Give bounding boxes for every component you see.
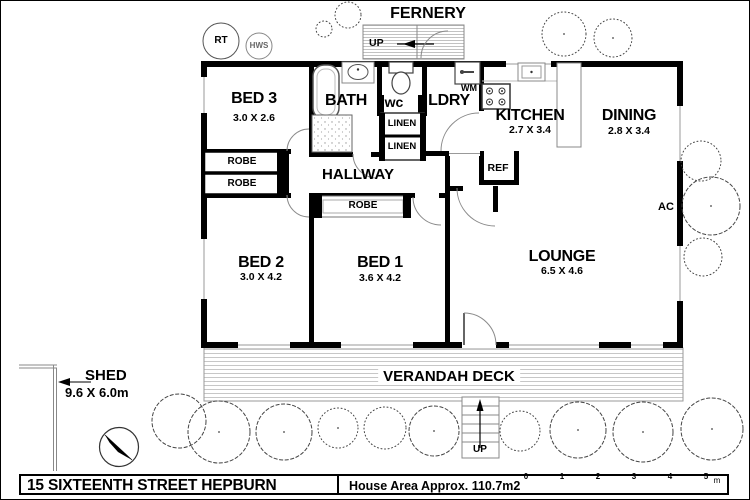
scale-tick-1: 1 [559,472,565,481]
room-dims-dining: 2.8 X 3.4 [607,125,651,137]
door-arcs [286,30,497,346]
room-dims-lounge: 6.5 X 4.6 [540,265,584,277]
scale-unit: m [713,476,721,485]
linen-closet-label-2: LINEN [387,141,417,152]
room-label-wc: wc [384,94,404,110]
stairs [461,396,500,459]
stairs-up-arrow-icon [476,399,484,411]
robe-closet-label-2: ROBE [227,178,257,189]
stove [481,83,511,110]
scale-box: House Area Approx. 110.7m2 [337,474,729,495]
robe-closet-label-3: ROBE [348,200,378,211]
vanity-sink [347,64,369,80]
scale-tick-2: 2 [595,472,601,481]
rt-tank-circle [202,22,240,60]
address-text: 15 SIXTEENTH STREET HEPBURN [27,477,277,494]
room-label-bed1: BED 1 [357,254,403,271]
room-label-ldry: LDRY [428,92,470,109]
rt-tank-label: RT [214,35,228,46]
fernery-label: FERNERY [390,5,466,22]
trees [151,1,744,464]
fernery-up-label: UP [369,37,384,49]
shed-arrow-icon [58,378,91,386]
shed-label: SHED [85,367,127,384]
verandah-label: VERANDAH DECK [378,368,520,385]
toilet [391,71,411,95]
area-text: House Area Approx. 110.7m2 [349,479,521,493]
room-dims-bed3: 3.0 X 2.6 [232,112,276,124]
room-dims-bed1: 3.6 X 4.2 [358,272,402,284]
room-label-bed2: BED 2 [238,254,284,271]
room-dims-bed2: 3.0 X 4.2 [239,271,283,283]
scale-tick-4: 4 [667,472,673,481]
fernery-up-arrow-icon [403,40,415,48]
stairs-up-label: UP [473,444,487,455]
scale-tick-0: 0 [523,472,529,481]
scale-tick-3: 3 [631,472,637,481]
room-label-hallway: HALLWAY [322,166,394,183]
linen-closet-label-1: LINEN [387,118,417,129]
room-label-dining: DINING [601,107,657,124]
wm-label: WM [461,83,477,93]
shed-outline [19,364,57,471]
room-label-lounge: LOUNGE [528,248,596,265]
hws-tank-circle [245,32,273,60]
compass-needle [105,435,132,460]
closets [202,112,426,218]
shower [311,114,353,153]
room-label-bed3: BED 3 [231,90,277,107]
shed-dims: 9.6 X 6.0m [65,385,129,400]
hws-tank-label: HWS [249,41,269,50]
address-box: 15 SIXTEENTH STREET HEPBURN [19,474,339,495]
room-label-kitchen: KITCHEN [495,107,565,124]
robe-closet-label-1: ROBE [227,156,257,167]
fixtures [311,61,582,153]
room-label-bath: BATH [324,92,368,109]
ref-label: REF [487,162,509,174]
compass [98,426,140,468]
room-dims-kitchen: 2.7 X 3.4 [508,124,552,136]
scale-tick-5: 5 [703,472,709,481]
toilet-cistern [388,61,414,74]
kitchen-bench [556,62,582,148]
ac-label: AC [658,201,674,213]
